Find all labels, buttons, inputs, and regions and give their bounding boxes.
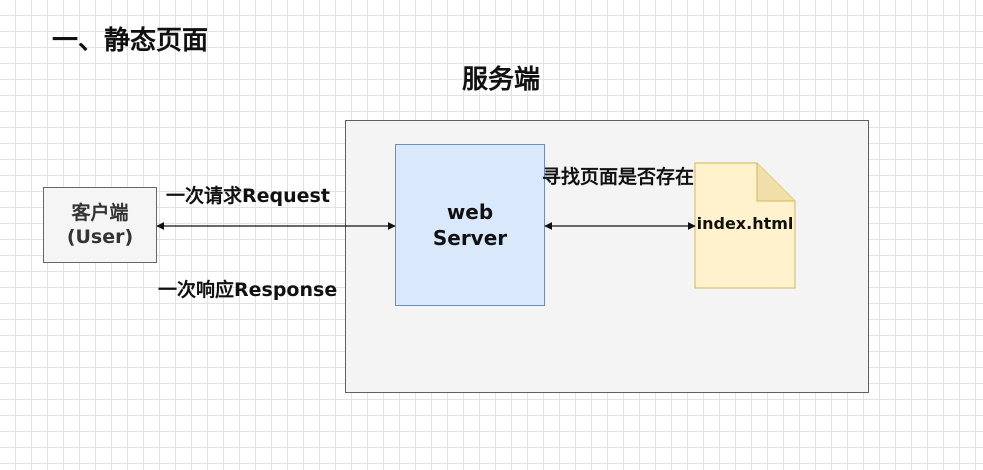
- response-label: 一次响应Response: [158, 279, 338, 301]
- page-heading: 一、静态页面: [52, 26, 209, 56]
- server-title: 服务端: [462, 65, 541, 95]
- client-label: 客户端: [71, 202, 129, 224]
- request-label: 一次请求Request: [166, 185, 330, 207]
- file-fold: [756, 163, 795, 202]
- web-server-label-line2: Server: [432, 226, 508, 250]
- client-sublabel: (User): [66, 226, 134, 248]
- file-label: index.html: [696, 214, 794, 233]
- find-page-label: 寻找页面是否存在: [542, 166, 695, 188]
- web-server-node[interactable]: web Server: [395, 144, 545, 306]
- web-server-label-line1: web: [446, 200, 494, 224]
- file-node[interactable]: [694, 162, 796, 289]
